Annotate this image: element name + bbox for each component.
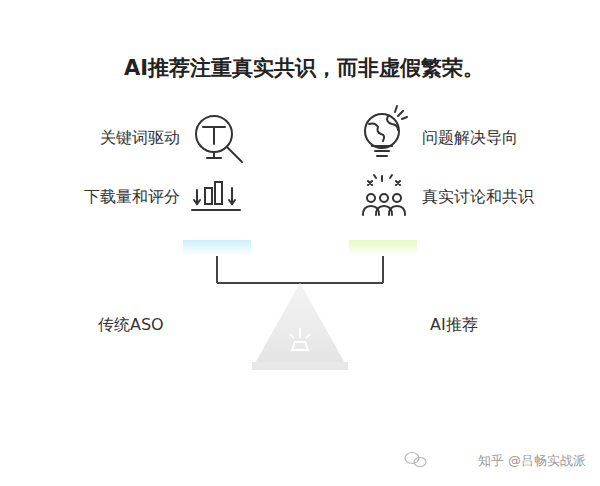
right-pan: [349, 240, 417, 256]
left-pan: [183, 240, 251, 256]
side-label: 传统ASO: [98, 315, 164, 336]
download-chart-icon: [192, 182, 240, 210]
balance-beam: [217, 256, 383, 283]
feature-label: 下载量和评分: [84, 187, 180, 208]
side-label: AI推荐: [430, 315, 478, 336]
globe-bulb-icon: [365, 106, 407, 156]
balance-fulcrum: [252, 283, 348, 370]
watermark: 知乎 @吕畅实战派: [478, 452, 586, 470]
watermark-icon: [405, 453, 426, 467]
diagram-title: AI推荐注重真实共识，而非虚假繁荣。: [4, 54, 600, 82]
people-discussion-icon: [363, 175, 405, 215]
feature-label: 真实讨论和共识: [422, 187, 534, 208]
feature-label: 关键词驱动: [100, 128, 180, 149]
keyword-icon: [196, 116, 242, 162]
feature-label: 问题解决导向: [422, 128, 518, 149]
